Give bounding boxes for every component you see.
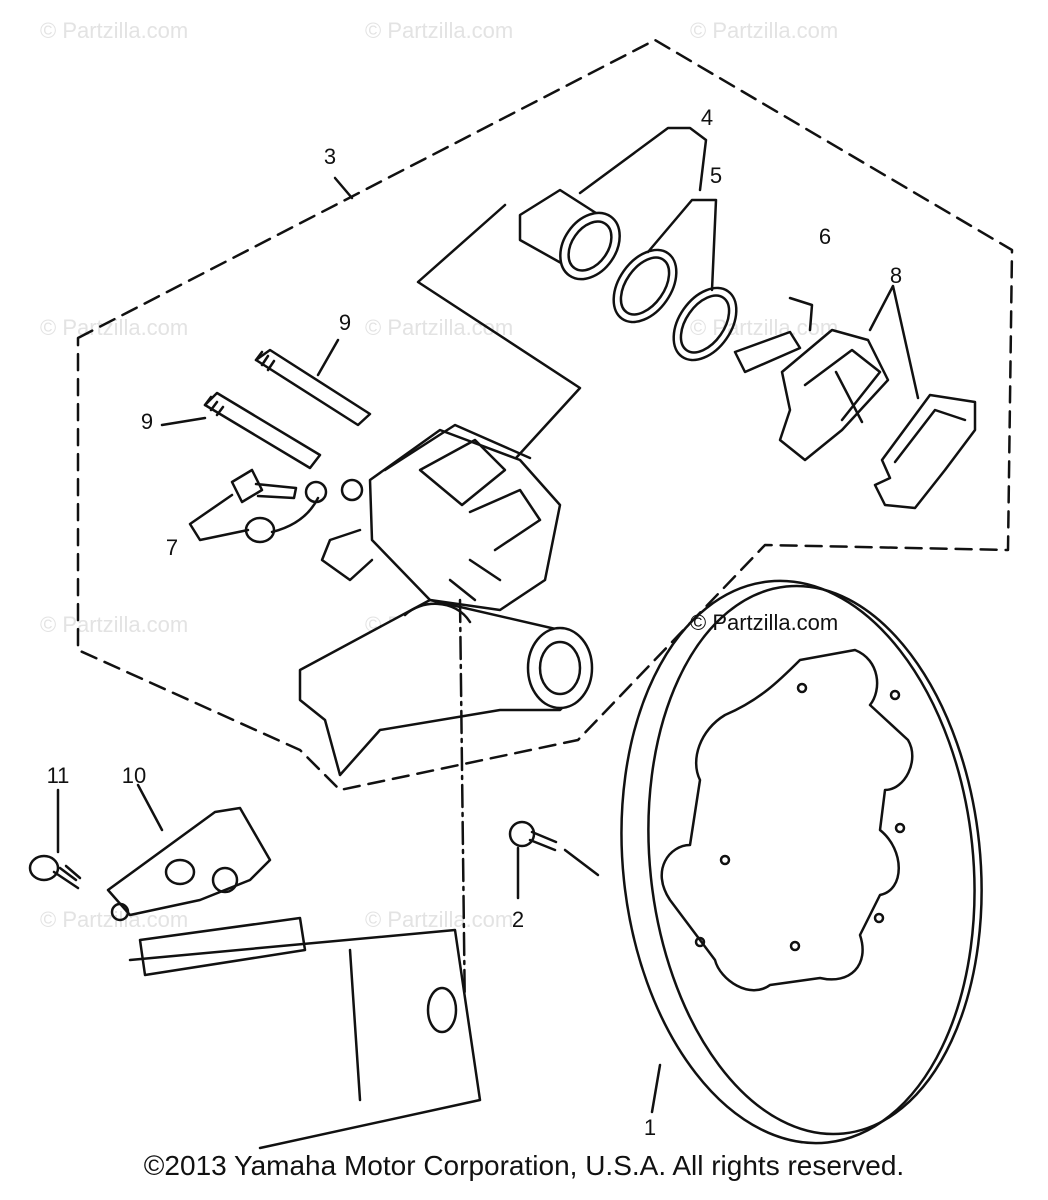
brake-disc <box>620 579 983 1145</box>
callout-8: 8 <box>889 263 903 288</box>
bolt-2 <box>508 820 558 852</box>
copyright-notice: ©2013 Yamaha Motor Corporation, U.S.A. A… <box>143 1150 905 1181</box>
leader-7 <box>188 493 250 542</box>
watermark-text: © Partzilla.com <box>40 907 189 932</box>
leader-5 <box>646 198 718 292</box>
caliper-bracket <box>298 598 594 777</box>
callout-4: 4 <box>700 105 714 130</box>
swingarm <box>128 916 482 1150</box>
seal-ring-left <box>612 248 678 324</box>
slide-pin-lower <box>203 391 322 470</box>
caliper-body <box>320 423 562 612</box>
leader-9b <box>160 416 207 427</box>
leader-4 <box>578 126 708 195</box>
callout-2: 2 <box>511 907 525 932</box>
brake-pad-rear <box>873 393 977 510</box>
leader-bracket-piston <box>416 203 582 472</box>
leader-6 <box>788 296 814 332</box>
watermark-text: © Partzilla.com <box>365 907 514 932</box>
leader-3 <box>333 176 354 200</box>
callout-1: 1 <box>643 1115 657 1140</box>
callout-11: 11 <box>46 763 70 788</box>
callout-3: 3 <box>323 144 337 169</box>
slide-pin-upper <box>254 348 372 427</box>
watermark-text: © Partzilla.com <box>40 18 189 43</box>
piston <box>518 188 621 281</box>
callout-9-upper: 9 <box>338 310 352 335</box>
leader-10 <box>136 783 164 832</box>
center-axis-line <box>458 598 467 1022</box>
callout-5: 5 <box>709 163 723 188</box>
screw-11 <box>28 854 82 890</box>
caliper-assembly-outline <box>76 38 1014 792</box>
bleed-cap <box>244 496 320 544</box>
brake-pad-front <box>778 328 890 462</box>
leader-9a <box>316 338 340 377</box>
chain-guide <box>106 806 272 922</box>
watermark-text: © Partzilla.com <box>40 612 189 637</box>
watermark-main: © Partzilla.com <box>690 610 839 635</box>
watermark-text: © Partzilla.com <box>690 315 839 340</box>
watermark-text: © Partzilla.com <box>365 18 514 43</box>
pad-shim <box>733 330 802 374</box>
leader-2-disc <box>563 848 600 877</box>
seal-ring-right <box>672 286 738 362</box>
callout-9-lower: 9 <box>140 409 154 434</box>
callout-10: 10 <box>121 763 147 788</box>
callout-6: 6 <box>818 224 832 249</box>
leader-8 <box>868 284 920 400</box>
callout-7: 7 <box>165 535 179 560</box>
bleed-valve <box>230 468 364 504</box>
leader-1 <box>650 1063 662 1114</box>
watermark-text: © Partzilla.com <box>690 18 839 43</box>
